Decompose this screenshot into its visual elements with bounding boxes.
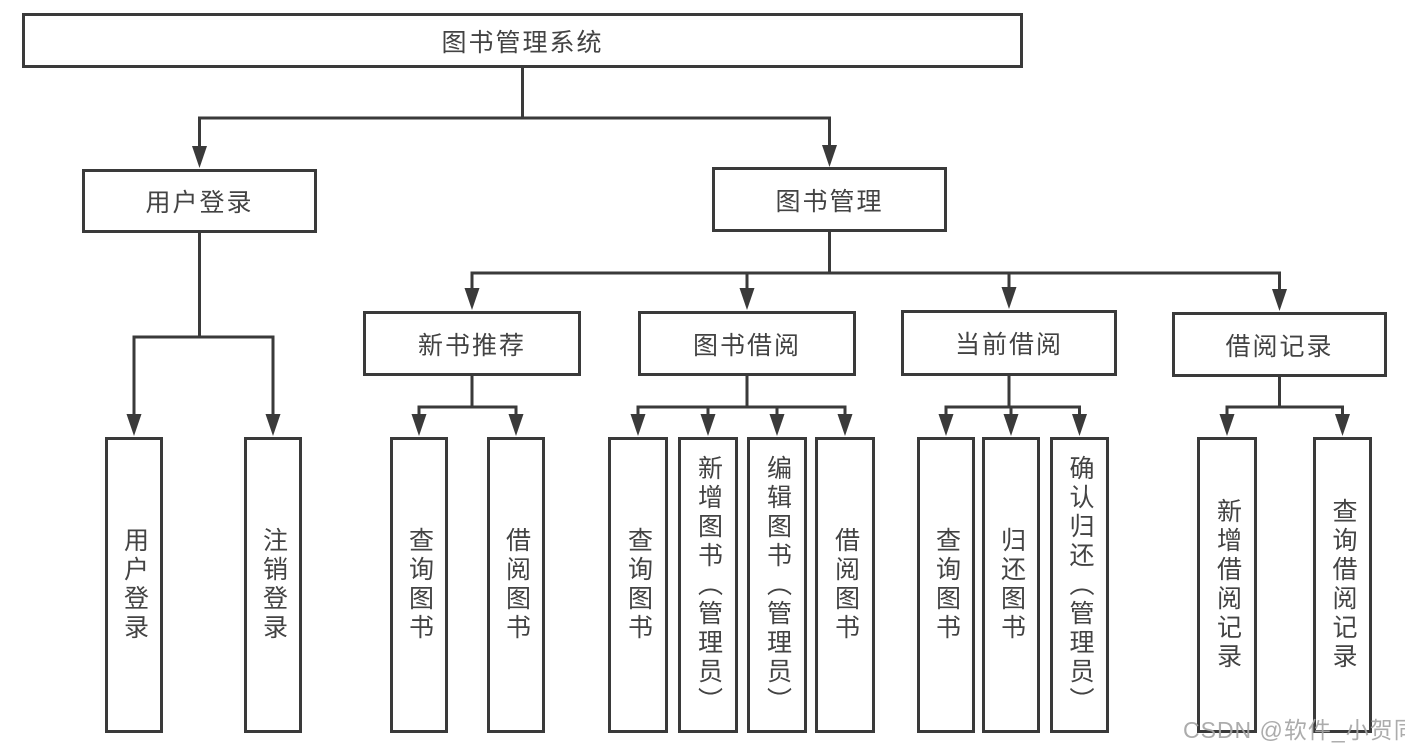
arrowhead-icon — [1219, 414, 1235, 436]
leaf-label: 归还图书 — [997, 527, 1026, 643]
node-label: 新书推荐 — [417, 331, 526, 360]
arrowhead-icon — [769, 414, 785, 436]
leaf-query-borrow-record: 查询借阅记录 — [1313, 437, 1372, 733]
leaf-query-books-newbook: 查询图书 — [390, 437, 448, 733]
node-root-system: 图书管理系统 — [22, 13, 1023, 68]
leaf-user-login: 用户登录 — [105, 437, 163, 733]
arrowhead-icon — [1001, 287, 1017, 309]
leaf-label: 查询图书 — [624, 527, 653, 643]
node-label: 图书管理系统 — [441, 28, 604, 57]
leaf-label: 查询借阅记录 — [1329, 498, 1357, 672]
leaf-confirm-return-admin: 确认归还（管理员） — [1050, 437, 1109, 733]
connector-root-to-level2 — [192, 66, 837, 168]
node-book-management: 图书管理 — [712, 167, 947, 232]
leaf-label: 新增借阅记录 — [1213, 498, 1242, 672]
csdn-watermark: CSDN @软件_小贺同学 — [1183, 717, 1405, 743]
connector-newbook-to-leaves — [411, 375, 524, 436]
leaf-add-book-admin: 新增图书（管理员） — [678, 437, 738, 733]
arrowhead-icon — [1335, 414, 1350, 436]
leaf-label: 确认归还（管理员） — [1066, 454, 1094, 716]
leaf-label: 编辑图书（管理员） — [763, 454, 792, 716]
leaf-label: 借阅图书 — [502, 527, 531, 643]
leaf-label: 注销登录 — [259, 527, 288, 643]
arrowhead-icon — [837, 414, 853, 436]
node-label: 图书借阅 — [692, 331, 801, 360]
leaf-query-books-borrow: 查询图书 — [608, 437, 668, 733]
leaf-label: 用户登录 — [120, 527, 149, 643]
connector-records-to-leaves — [1219, 377, 1350, 436]
node-new-book-recommend: 新书推荐 — [363, 311, 581, 376]
node-borrow-records: 借阅记录 — [1172, 312, 1387, 377]
connector-mgmt-to-level3 — [464, 230, 1287, 311]
arrowhead-icon — [265, 414, 281, 436]
arrowhead-icon — [464, 288, 480, 310]
leaf-label: 查询图书 — [932, 527, 961, 643]
arrowhead-icon — [126, 414, 142, 436]
arrowhead-icon — [192, 146, 207, 168]
leaf-logout: 注销登录 — [244, 437, 302, 733]
node-label: 图书管理 — [775, 187, 884, 216]
node-current-borrow: 当前借阅 — [901, 310, 1117, 376]
leaf-return-books: 归还图书 — [982, 437, 1040, 733]
node-label: 借阅记录 — [1225, 332, 1334, 361]
arrowhead-icon — [739, 288, 755, 310]
arrowhead-icon — [1272, 289, 1287, 311]
arrowhead-icon — [938, 414, 954, 436]
arrowhead-icon — [508, 414, 524, 436]
arrowhead-icon — [411, 414, 427, 436]
leaf-query-books-current: 查询图书 — [917, 437, 975, 733]
leaf-label: 查询图书 — [405, 527, 434, 643]
leaf-label: 借阅图书 — [831, 527, 860, 643]
connector-login-to-leaves — [126, 231, 281, 436]
leaf-borrow-books-borrow: 借阅图书 — [815, 437, 875, 733]
node-book-borrow: 图书借阅 — [638, 311, 856, 376]
arrowhead-icon — [1003, 414, 1019, 436]
node-label: 用户登录 — [145, 189, 254, 217]
leaf-borrow-books-newbook: 借阅图书 — [487, 437, 545, 733]
arrowhead-icon — [630, 414, 646, 436]
arrowhead-icon — [700, 414, 716, 436]
arrowhead-icon — [1072, 414, 1087, 436]
leaf-add-borrow-record: 新增借阅记录 — [1197, 437, 1257, 733]
arrowhead-icon — [822, 145, 837, 167]
node-label: 当前借阅 — [954, 331, 1063, 359]
leaf-edit-book-admin: 编辑图书（管理员） — [747, 437, 807, 733]
leaf-label: 新增图书（管理员） — [694, 454, 723, 716]
node-user-login: 用户登录 — [82, 169, 317, 233]
connector-current-to-leaves — [938, 376, 1087, 436]
connector-borrow-to-leaves — [630, 375, 853, 436]
